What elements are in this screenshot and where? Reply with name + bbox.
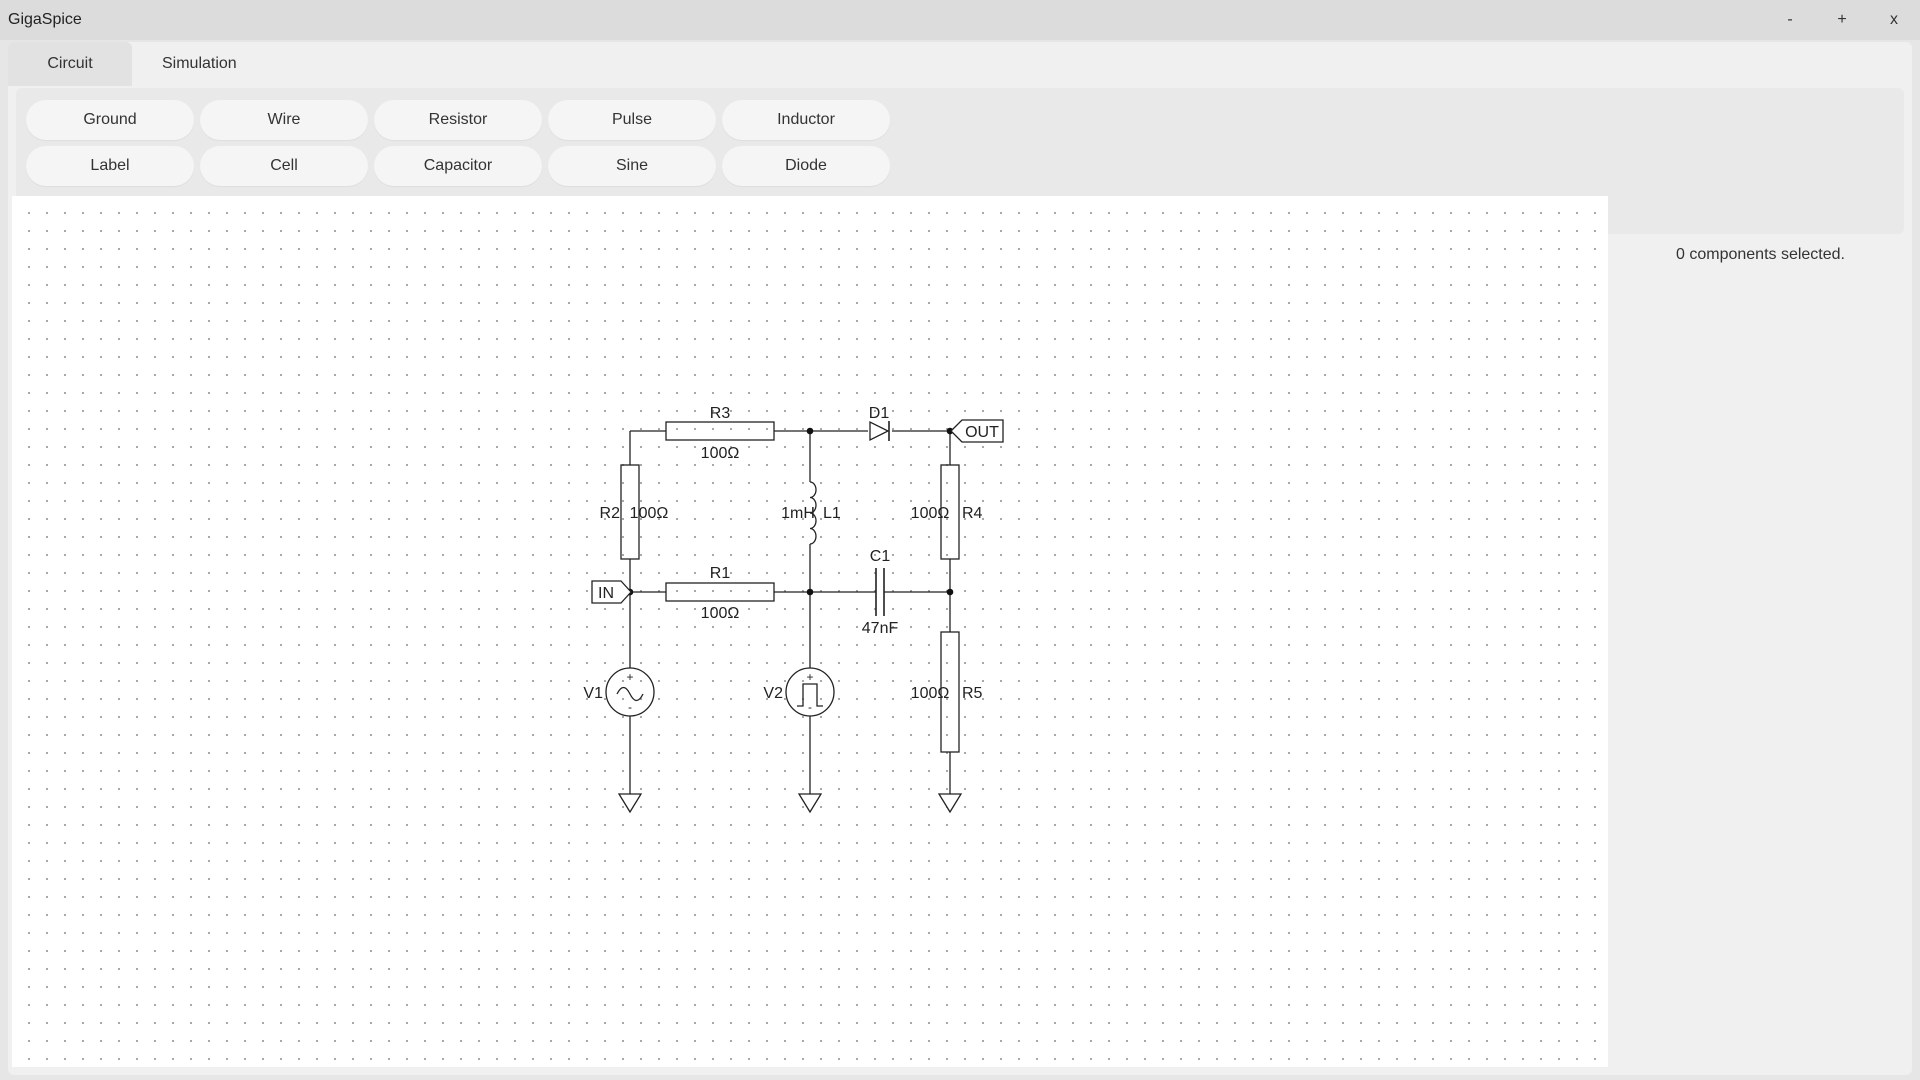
ground-button[interactable]: Ground — [26, 100, 194, 140]
resistor-r5[interactable] — [940, 631, 960, 753]
selection-status: 0 components selected. — [1676, 246, 1845, 263]
l1-name: L1 — [823, 505, 841, 522]
minimize-button[interactable]: - — [1787, 11, 1793, 28]
v2-name: V2 — [763, 685, 783, 702]
component-button-grid: Ground Wire Resistor Pulse Inductor Labe… — [26, 100, 1904, 186]
ground-symbol[interactable] — [617, 793, 643, 814]
ground-symbol[interactable] — [797, 793, 823, 814]
net-label-out[interactable] — [950, 419, 1004, 443]
inductor-button[interactable]: Inductor — [722, 100, 890, 140]
pulse-wave-icon — [797, 683, 823, 707]
ground-symbol[interactable] — [937, 793, 963, 814]
r4-value: 100Ω — [911, 505, 950, 522]
resistor-r3[interactable] — [665, 421, 775, 441]
diode-button[interactable]: Diode — [722, 146, 890, 186]
v2-minus: - — [808, 700, 812, 714]
r4-name: R4 — [962, 505, 983, 522]
sine-button[interactable]: Sine — [548, 146, 716, 186]
close-button[interactable]: x — [1890, 11, 1898, 28]
r1-value: 100Ω — [701, 605, 740, 622]
label-button[interactable]: Label — [26, 146, 194, 186]
junction-dot — [946, 427, 954, 435]
l1-value: 1mH — [781, 505, 815, 522]
cell-button[interactable]: Cell — [200, 146, 368, 186]
r3-name: R3 — [710, 405, 731, 422]
net-label-in-text: IN — [598, 585, 614, 602]
resistor-r2[interactable] — [620, 464, 640, 560]
wire-button[interactable]: Wire — [200, 100, 368, 140]
inductor-l1[interactable] — [809, 481, 817, 545]
r5-value: 100Ω — [911, 685, 950, 702]
main-panel: Circuit Simulation Ground Wire Resistor … — [8, 42, 1912, 1075]
sine-wave-icon — [616, 686, 644, 702]
resistor-r4[interactable] — [940, 464, 960, 560]
net-label-in[interactable] — [591, 580, 632, 604]
r1-name: R1 — [710, 565, 731, 582]
c1-value: 47nF — [862, 620, 899, 637]
title-bar: GigaSpice - + x — [0, 0, 1920, 40]
v1-plus: + — [626, 670, 633, 684]
r2-name: R2 — [600, 505, 621, 522]
wires — [629, 430, 951, 794]
capacitor-c1[interactable] — [875, 568, 885, 616]
capacitor-button[interactable]: Capacitor — [374, 146, 542, 186]
d1-name: D1 — [869, 405, 890, 422]
diode-d1[interactable] — [869, 420, 890, 442]
v2-plus: + — [806, 670, 813, 684]
voltage-source-v1[interactable] — [605, 667, 655, 717]
voltage-source-v2[interactable] — [785, 667, 835, 717]
c1-name: C1 — [870, 548, 891, 565]
junction-dot — [806, 427, 814, 435]
pulse-button[interactable]: Pulse — [548, 100, 716, 140]
tab-circuit[interactable]: Circuit — [8, 42, 132, 86]
app-title: GigaSpice — [8, 11, 82, 28]
net-label-out-text: OUT — [965, 424, 999, 441]
v1-minus: - — [628, 700, 632, 714]
r5-name: R5 — [962, 685, 983, 702]
junction-dot — [806, 588, 814, 596]
maximize-button[interactable]: + — [1837, 11, 1847, 28]
tab-simulation[interactable]: Simulation — [162, 55, 237, 72]
r2-value: 100Ω — [630, 505, 669, 522]
schematic-canvas[interactable]: R3 100Ω R1 100Ω R2 100Ω 100Ω R4 100Ω R5 … — [12, 196, 1608, 1067]
r3-value: 100Ω — [701, 445, 740, 462]
v1-name: V1 — [583, 685, 603, 702]
resistor-r1[interactable] — [665, 582, 775, 602]
resistor-button[interactable]: Resistor — [374, 100, 542, 140]
schematic-svg: R3 100Ω R1 100Ω R2 100Ω 100Ω R4 100Ω R5 … — [583, 405, 1004, 814]
properties-panel: 0 components selected. — [1613, 196, 1908, 1067]
tab-bar: Circuit Simulation — [8, 42, 267, 86]
junction-dot — [946, 588, 954, 596]
